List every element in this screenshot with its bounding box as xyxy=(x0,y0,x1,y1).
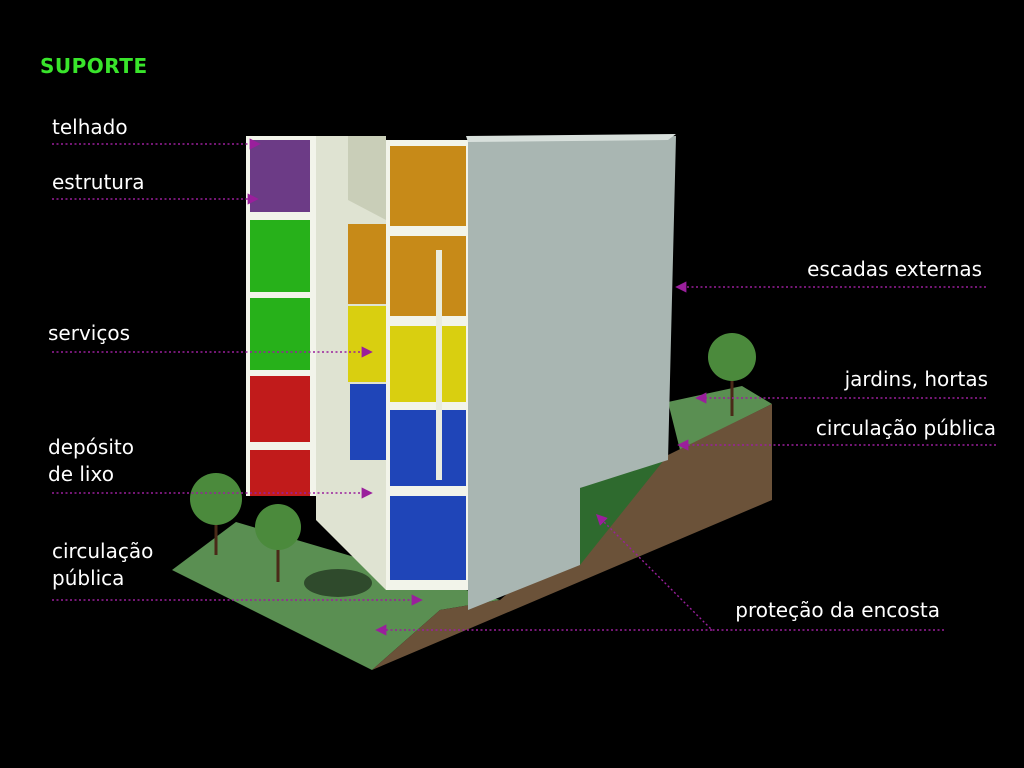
mid-floor-orange xyxy=(348,224,386,304)
label-escadas-externas: escadas externas xyxy=(807,257,982,281)
label-servicos: serviços xyxy=(48,321,130,345)
floor-green-1 xyxy=(250,220,310,292)
slide-title: SUPORTE xyxy=(40,54,148,78)
floor-blue-1 xyxy=(390,410,466,486)
floor-orange-1 xyxy=(390,146,466,226)
floor-green-2 xyxy=(250,298,310,370)
floor-red-2 xyxy=(250,450,310,496)
leader-protecao xyxy=(596,514,944,631)
floor-blue-2 xyxy=(390,496,466,580)
tree-2 xyxy=(255,504,301,550)
label-jardins-hortas: jardins, hortas xyxy=(844,367,988,391)
floor-roof xyxy=(250,140,310,212)
label-estrutura: estrutura xyxy=(52,170,145,194)
floor-red-1 xyxy=(250,376,310,442)
label-telhado: telhado xyxy=(52,115,128,139)
label-circulacao-publica-right: circulação pública xyxy=(815,416,996,440)
mid-floor-blue xyxy=(350,384,386,460)
floor-yellow xyxy=(390,326,466,402)
tree-1 xyxy=(190,473,242,525)
stair-shadow xyxy=(348,136,386,220)
inner-column xyxy=(436,250,442,480)
tree-shadow xyxy=(304,569,372,597)
tree-3 xyxy=(708,333,756,381)
ground-upper-lawn xyxy=(668,386,772,450)
slope-protection-wall xyxy=(580,455,668,565)
label-deposito-line1: depósito xyxy=(48,435,134,459)
label-protecao-encosta: proteção da encosta xyxy=(735,598,940,622)
slope-earth xyxy=(372,404,772,670)
side-wall-top xyxy=(466,134,676,142)
label-deposito-line2: de lixo xyxy=(48,462,114,486)
floor-orange-2 xyxy=(390,236,466,316)
mid-floor-yellow xyxy=(348,306,386,382)
label-circulacao-left-line2: pública xyxy=(52,566,125,590)
label-circulacao-left-line1: circulação xyxy=(52,539,154,563)
side-wall xyxy=(468,136,676,610)
